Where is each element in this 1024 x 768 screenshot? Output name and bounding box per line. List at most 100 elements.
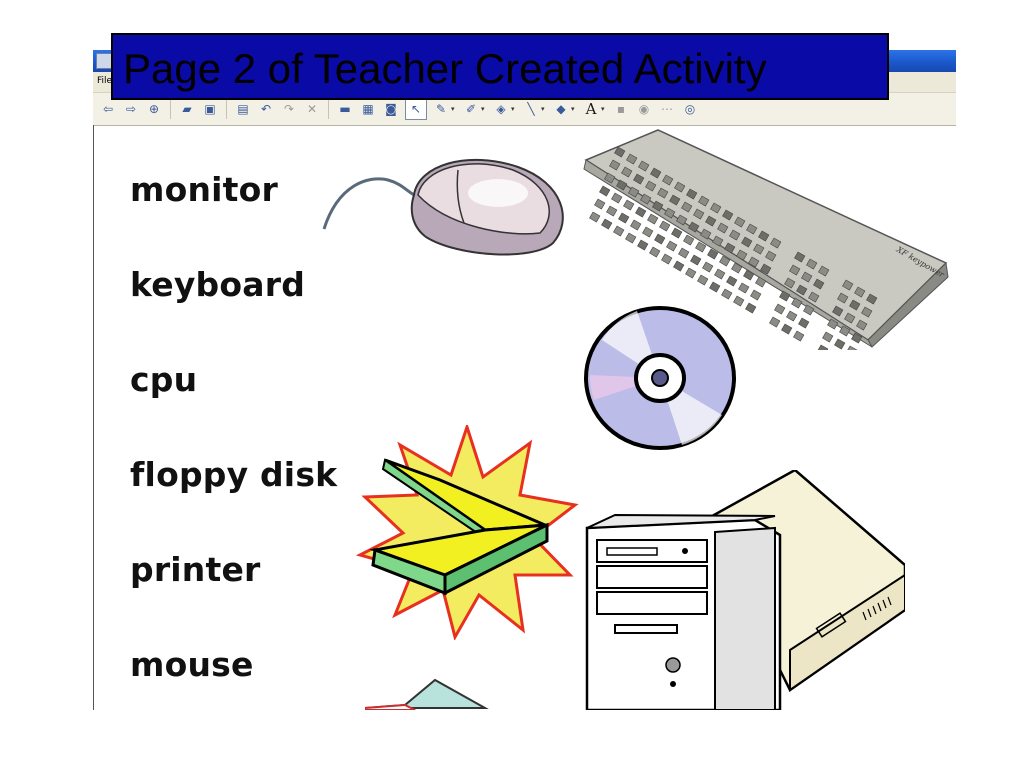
dropdown-arrow-icon[interactable]: ▾ <box>481 106 485 113</box>
keyboard-key <box>697 274 709 286</box>
keyboard-key <box>710 202 722 214</box>
keyboard-key <box>733 295 745 307</box>
keyboard-key <box>861 306 873 318</box>
redo-icon[interactable]: ↷ <box>283 102 295 116</box>
forward-arrow-icon[interactable]: ⇨ <box>125 102 137 116</box>
keyboard-key <box>731 262 743 274</box>
app-icon <box>96 53 112 69</box>
keyboard-key <box>649 246 661 258</box>
back-arrow-icon[interactable]: ⇦ <box>102 102 114 116</box>
keyboard-key <box>769 316 781 328</box>
word-printer[interactable]: printer <box>130 550 261 589</box>
keyboard-key <box>748 256 760 268</box>
keyboard-key <box>724 242 736 254</box>
screen-shade-icon[interactable]: ▬ <box>339 102 351 116</box>
menu-file[interactable]: File <box>97 76 113 86</box>
keyboard-key <box>695 241 707 253</box>
word-mouse[interactable]: mouse <box>130 645 254 684</box>
keyboard-key <box>849 299 861 311</box>
more-options-icon[interactable]: ⋯ <box>661 102 673 116</box>
dropdown-arrow-icon[interactable]: ▾ <box>571 106 575 113</box>
keyboard-key <box>614 146 626 158</box>
keyboard-key <box>866 293 878 305</box>
fullscreen-icon[interactable]: ▦ <box>362 102 374 116</box>
help-icon[interactable]: ◎ <box>684 102 696 116</box>
dropdown-arrow-icon[interactable]: ▾ <box>601 106 605 113</box>
keyboard-key <box>666 240 678 252</box>
toolbar-separator <box>226 99 227 119</box>
word-floppy-disk[interactable]: floppy disk <box>130 455 338 494</box>
scanner-image[interactable] <box>355 425 580 640</box>
keyboard-key <box>765 250 777 262</box>
keyboard-key <box>832 305 844 317</box>
fill-icon[interactable]: ◆ <box>556 102 566 116</box>
paste-icon[interactable]: ▤ <box>237 102 249 116</box>
open-folder-icon[interactable]: ▰ <box>182 102 192 116</box>
save-disk-icon[interactable]: ▣ <box>204 102 216 116</box>
keyboard-key <box>618 212 630 224</box>
keyboard-key <box>657 187 669 199</box>
keyboard-key <box>856 319 868 331</box>
mouse-image[interactable] <box>318 145 578 265</box>
creative-pen-icon[interactable]: ✐ <box>465 102 477 116</box>
cd-image[interactable] <box>582 305 738 451</box>
keyboard-key <box>806 258 818 270</box>
word-monitor[interactable]: monitor <box>130 170 278 209</box>
keyboard-key <box>623 199 635 211</box>
keyboard-key <box>616 179 628 191</box>
keyboard-key <box>822 331 834 343</box>
add-page-icon[interactable]: ⊕ <box>148 102 160 116</box>
keyboard-key <box>654 233 666 245</box>
keyboard-key <box>606 205 618 217</box>
word-cpu[interactable]: cpu <box>130 360 198 399</box>
magic-icon[interactable]: ◉ <box>638 102 650 116</box>
undo-icon[interactable]: ↶ <box>260 102 272 116</box>
keyboard-key <box>741 236 753 248</box>
keyboard-key <box>678 247 690 259</box>
word-keyboard[interactable]: keyboard <box>130 265 306 304</box>
keyboard-key <box>661 253 673 265</box>
toolbar-separator <box>170 99 171 119</box>
eraser-icon[interactable]: ◈ <box>496 102 506 116</box>
pen-icon[interactable]: ✎ <box>435 102 447 116</box>
keyboard-key <box>709 281 721 293</box>
keyboard-key <box>664 207 676 219</box>
properties-icon[interactable]: ▪ <box>616 102 626 116</box>
keyboard-key <box>681 201 693 213</box>
keyboard-key <box>758 230 770 242</box>
keyboard-key <box>770 237 782 249</box>
keyboard-key <box>604 172 616 184</box>
keyboard-key <box>645 180 657 192</box>
keyboard-key <box>798 317 810 329</box>
keyboard-key <box>750 289 762 301</box>
dropdown-arrow-icon[interactable]: ▾ <box>451 106 455 113</box>
keyboard-image[interactable]: XF keypower <box>578 125 953 350</box>
keyboard-key <box>673 260 685 272</box>
keyboard-key <box>640 193 652 205</box>
keyboard-key <box>746 223 758 235</box>
keyboard-key <box>705 215 717 227</box>
monitor-image[interactable] <box>365 675 505 710</box>
camera-capture-icon[interactable]: ◙ <box>385 102 397 116</box>
text-icon[interactable]: A <box>585 100 597 118</box>
dropdown-arrow-icon[interactable]: ▾ <box>541 106 545 113</box>
keyboard-key <box>803 304 815 316</box>
keyboard-key <box>674 181 686 193</box>
line-icon[interactable]: ╲ <box>527 102 535 116</box>
keyboard-key <box>628 186 640 198</box>
keyboard-key <box>729 229 741 241</box>
keyboard-key <box>842 279 854 291</box>
keyboard-key <box>693 208 705 220</box>
keyboard-key <box>837 292 849 304</box>
keyboard-key <box>726 275 738 287</box>
keyboard-key <box>601 218 613 230</box>
cpu-image[interactable] <box>585 470 905 710</box>
keyboard-key <box>690 254 702 266</box>
keyboard-key <box>721 288 733 300</box>
keyboard-key <box>609 159 621 171</box>
keyboard-key <box>589 211 601 223</box>
keyboard-key <box>671 227 683 239</box>
dropdown-arrow-icon[interactable]: ▾ <box>511 106 515 113</box>
keyboard-key <box>669 194 681 206</box>
delete-x-icon[interactable]: ✕ <box>306 102 318 116</box>
